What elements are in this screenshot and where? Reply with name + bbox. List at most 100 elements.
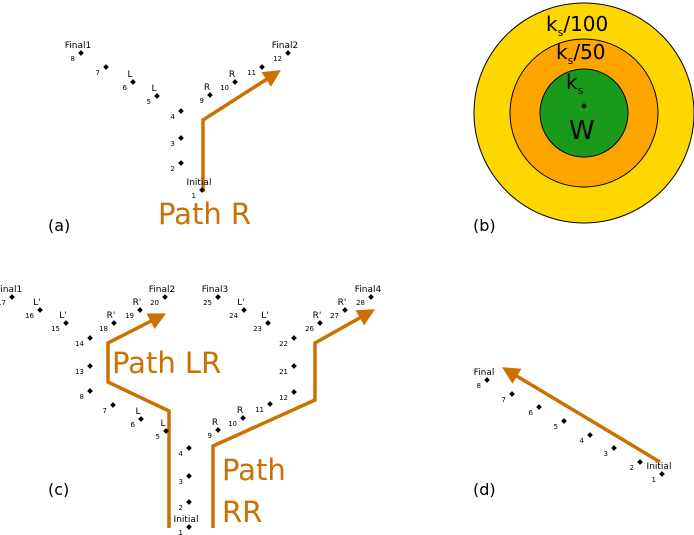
panel-c-node-5-number: 5: [156, 433, 160, 441]
panel-c-node-14-number: 14: [75, 340, 84, 348]
center-label: W: [569, 116, 595, 146]
panel-c-node-20-dot: [162, 294, 168, 300]
panel-a-node-12-number: 12: [273, 55, 282, 63]
panel-d-node-8-label: Final: [474, 368, 495, 378]
panel-c-node-7-dot: [110, 402, 116, 408]
panel-c-node-8-dot: [87, 388, 93, 394]
panel-a-node-6-dot: [130, 79, 136, 85]
panel-d-node-3-dot: [611, 445, 617, 451]
panel-c-node-23-label: L': [261, 311, 269, 321]
panel-c-node-13-dot: [87, 363, 93, 369]
panel-c-node-24-label: L': [237, 298, 245, 308]
panel-a-node-5-dot: [154, 93, 160, 99]
panel-a-node-1-number: 1: [192, 192, 196, 200]
panel-d-node-1-dot: [659, 471, 665, 477]
panel-c-node-10-number: 10: [228, 420, 237, 428]
path-rr-arrow: [211, 309, 376, 528]
panel-c-node-6-label: L: [135, 407, 140, 417]
panel-c-node-10-label: R: [237, 406, 243, 416]
panel-d-node-2-number: 2: [630, 464, 634, 472]
panel-d-node-4-number: 4: [580, 437, 585, 445]
panel-c-node-17-label: Final1: [0, 285, 22, 295]
panel-c-node-1-dot: [186, 524, 192, 530]
panel-c-node-15-number: 15: [51, 325, 60, 333]
panel-d-node-6-number: 6: [529, 409, 534, 417]
panel-c-node-28-label: Final4: [355, 285, 382, 295]
panel-c-node-20-label: Final2: [149, 285, 175, 295]
panel-a-node-6-number: 6: [123, 84, 128, 92]
panel-c-node-4-number: 4: [179, 450, 184, 458]
panel-c-node-3-dot: [186, 473, 192, 479]
panel-c-node-25-label: Final3: [202, 285, 228, 295]
panel-c-node-5-label: L: [160, 419, 165, 429]
panel-a-node-4-number: 4: [171, 113, 176, 121]
panel-c-node-26-number: 26: [305, 325, 314, 333]
path-lr-arrow: [106, 313, 171, 528]
panel-c-node-28-dot: [368, 294, 374, 300]
panel-c-node-21-number: 21: [279, 368, 288, 376]
panel-c-node-4-dot: [186, 445, 192, 451]
panel-c-node-6-number: 6: [131, 421, 136, 429]
panel-c-node-27-label: R': [338, 298, 347, 308]
panel-c-node-2-number: 2: [179, 504, 183, 512]
panel-d-node-5-dot: [561, 418, 567, 424]
panel-d-node-3-number: 3: [604, 450, 608, 458]
panel-c-node-27-number: 27: [330, 312, 339, 320]
path-d-arrow: [501, 367, 661, 464]
panel-c-node-22-number: 22: [279, 340, 288, 348]
panel-b: ks/100 ks/50 ks W (b): [473, 2, 694, 235]
panel-c-node-18-dot: [111, 320, 117, 326]
panel-c-node-16-dot: [37, 307, 43, 313]
panel-a-node-3-dot: [178, 135, 184, 141]
panel-c-node-11-dot: [267, 401, 273, 407]
panel-c-node-19-label: R': [133, 298, 142, 308]
panel-a-node-2-number: 2: [171, 165, 175, 173]
panel-c-node-2-dot: [186, 499, 192, 505]
panel-c-node-23-dot: [265, 320, 271, 326]
panel-c-node-12-dot: [291, 389, 297, 395]
panel-c-node-9-label: R: [212, 418, 218, 428]
panel-d-node-7-dot: [509, 391, 515, 397]
panel-c-node-25-dot: [215, 294, 221, 300]
panel-a-tag: (a): [48, 216, 70, 235]
panel-a-node-8-label: Final1: [65, 41, 91, 51]
panel-b-tag: (b): [473, 216, 496, 235]
panel-a-node-12-dot: [285, 50, 291, 56]
panel-a-node-11-dot: [259, 64, 265, 70]
panel-d-node-1-number: 1: [652, 476, 656, 484]
panel-c-tag: (c): [48, 480, 69, 499]
middle-ring-label: ks/50: [556, 40, 606, 67]
panel-d-node-8-dot: [484, 377, 490, 383]
panel-d-node-6-dot: [536, 404, 542, 410]
outer-ring-label: ks/100: [546, 12, 608, 39]
panel-c-node-23-number: 23: [253, 325, 262, 333]
panel-d-node-2-dot: [637, 459, 643, 465]
panel-c-node-7-number: 7: [103, 407, 107, 415]
panel-c-node-18-label: R': [107, 311, 116, 321]
path-rr-label-line1: Path: [222, 453, 286, 487]
panel-c-node-11-number: 11: [255, 406, 264, 414]
panel-c-node-21-dot: [291, 363, 297, 369]
panel-c-node-10-dot: [240, 415, 246, 421]
panel-c-node-6-dot: [138, 416, 144, 422]
panel-c-node-15-dot: [63, 320, 69, 326]
path-r-label: Path R: [158, 197, 251, 231]
panel-c-node-3-number: 3: [179, 478, 183, 486]
panel-c-node-26-label: R': [313, 311, 322, 321]
panel-c-node-27-dot: [342, 307, 348, 313]
panel-c-node-22-dot: [291, 335, 297, 341]
panel-a-node-9-number: 9: [200, 97, 204, 105]
inner-ring: [539, 68, 629, 158]
panel-c-node-5-dot: [163, 428, 169, 434]
panel-d-node-8-number: 8: [477, 382, 481, 390]
panel-c-node-25-number: 25: [203, 299, 212, 307]
panel-a-node-7-dot: [103, 64, 109, 70]
panel-a-node-6-label: L: [127, 70, 132, 80]
panel-c-node-14-dot: [87, 335, 93, 341]
panel-a-node-4-dot: [178, 108, 184, 114]
panel-c-node-13-number: 13: [75, 368, 84, 376]
